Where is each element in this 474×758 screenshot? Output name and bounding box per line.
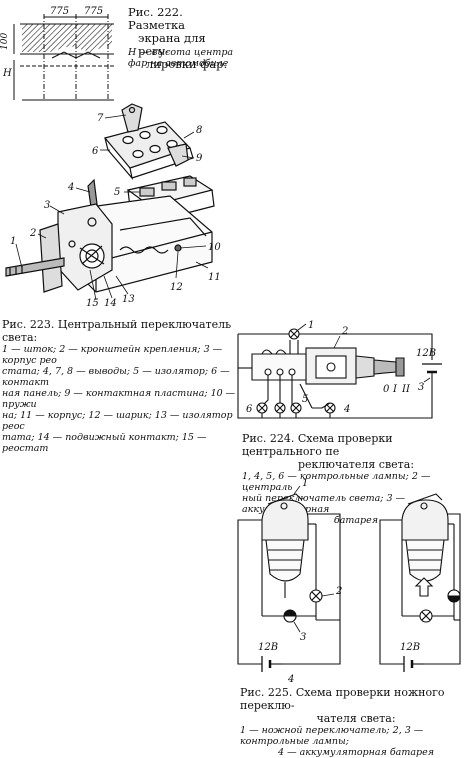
- fig225-legend-line1: 1 — ножной переключатель; 2, 3 — контрол…: [240, 725, 424, 747]
- fig224-label-3: 3: [418, 382, 424, 393]
- fig222-legend-line1: H — высота центра: [128, 47, 234, 58]
- fig222-legend-line2: фар на автомобиле: [128, 58, 229, 69]
- fig225-battery-left: 12В: [258, 642, 278, 653]
- fig223-label-10: 10: [208, 242, 221, 253]
- foot-switch-left: [261, 499, 309, 541]
- mounting-bracket: [39, 223, 63, 293]
- dim-H: H: [3, 68, 12, 79]
- fig224-pos-II: II: [401, 384, 411, 395]
- fig223-label-6: 6: [92, 146, 99, 157]
- fig223-drawing: 7 8 6 9 5 4 3 2 1 10 11 12 13 14 15: [5, 103, 221, 309]
- fig223-legend-line3: ная панель; 9 — контактная пластина; 10 …: [2, 388, 236, 410]
- fig224-drawing: 1 2 3 6 5 4 12В 0 I II: [237, 320, 442, 419]
- fig223-label-8: 8: [196, 125, 202, 136]
- fig225-caption-line2: чателя света:: [316, 712, 396, 725]
- dim-775-left: 775: [50, 6, 70, 17]
- fig223-legend-line5: тата; 14 — подвижный контакт; 15 — реост…: [2, 432, 207, 454]
- fig222-caption: Рис. 222. Разметка экрана для регу- лиро…: [128, 6, 238, 71]
- foot-switch-right: [401, 499, 449, 541]
- rod: [5, 257, 65, 277]
- fig223-label-13: 13: [122, 294, 135, 305]
- fig223-label-14: 14: [104, 298, 117, 309]
- fig223-label-5: 5: [114, 187, 120, 198]
- dim-775-right: 775: [84, 6, 104, 17]
- fig224-pos-0: 0: [383, 384, 390, 395]
- fig223-legend-line4: на; 11 — корпус; 12 — шарик; 13 — изолят…: [2, 410, 233, 432]
- fig222-caption-line3: лировки фар:: [146, 57, 228, 71]
- fig225-legend-line2: 4 — аккумуляторная батарея: [278, 747, 434, 758]
- fig223-legend-line2: стата; 4, 7, 8 — выводы; 5 — изолятор; 6…: [2, 366, 230, 388]
- fig223-caption-block: Рис. 223. Центральный переключатель свет…: [2, 318, 238, 454]
- fig223-label-4: 4: [67, 182, 74, 193]
- fig223-caption: Рис. 223. Центральный переключатель свет…: [2, 318, 232, 344]
- fig225-battery-right: 12В: [400, 642, 420, 653]
- fig222-caption-line1: Рис. 222. Разметка: [128, 5, 186, 32]
- fig224-label-6: 6: [246, 404, 253, 415]
- fig225-label-2: 2: [335, 586, 342, 597]
- fig223-label-11: 11: [208, 272, 221, 283]
- fig225-label-1: 1: [302, 478, 308, 489]
- fig222-legend: H — высота центра фар на автомобиле: [128, 47, 238, 69]
- fig223-label-12: 12: [170, 282, 183, 293]
- fig224-legend-line3: батарея: [333, 515, 379, 526]
- fig223-label-3: 3: [44, 200, 50, 211]
- fig224-caption-line2: реключателя света:: [297, 458, 415, 471]
- fig222-drawing: [13, 14, 114, 101]
- fig224-legend-line1: 1, 4, 5, 6 — контрольные лампы; 2 — цент…: [242, 471, 431, 493]
- fig223-legend-line1: 1 — шток; 2 — кронштейн крепления; 3 — к…: [2, 344, 223, 366]
- fig223-label-9: 9: [196, 153, 203, 164]
- fig224-pos-I: I: [392, 384, 398, 395]
- fig224-label-5: 5: [302, 394, 308, 405]
- fig225-drawing: 1 2 3 4 12В 12В: [237, 478, 461, 685]
- fig224-battery: 12В: [416, 348, 436, 359]
- fig225-label-3: 3: [300, 632, 306, 643]
- fig224-label-2: 2: [341, 326, 348, 337]
- fig223-label-1: 1: [10, 236, 16, 247]
- fig223-label-15: 15: [86, 298, 99, 309]
- fig225-caption-line1: Рис. 225. Схема проверки ножного переклю…: [240, 686, 445, 712]
- fig225-caption-block: Рис. 225. Схема проверки ножного переклю…: [240, 686, 472, 758]
- fig223-label-7: 7: [97, 113, 104, 124]
- fig224-label-4: 4: [343, 404, 350, 415]
- fig222-caption-line2: экрана для регу-: [138, 31, 206, 58]
- fig224-caption-line1: Рис. 224. Схема проверки центрального пе: [242, 432, 393, 458]
- fig225-label-4: 4: [287, 674, 294, 685]
- fig224-label-1: 1: [308, 320, 314, 331]
- fig223-label-2: 2: [29, 228, 36, 239]
